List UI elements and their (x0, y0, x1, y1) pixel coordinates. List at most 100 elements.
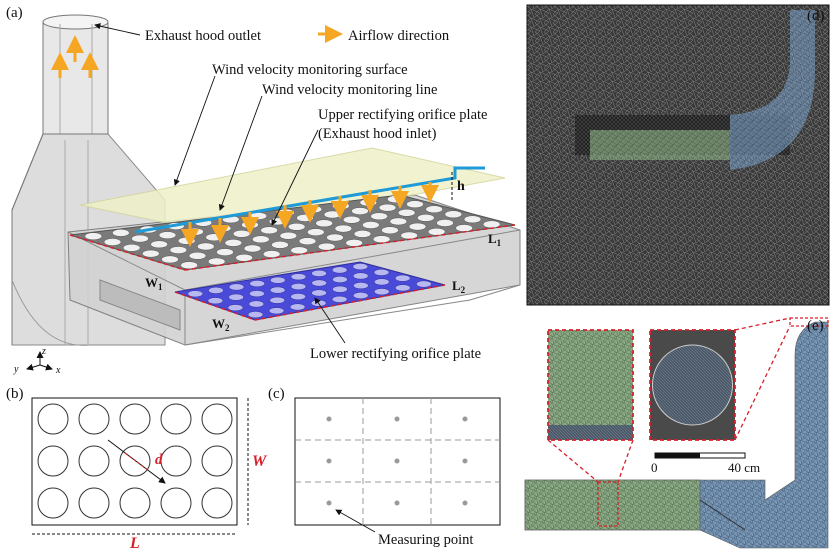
upper-plate-hole (315, 219, 333, 228)
orifice-hole (78, 403, 110, 435)
lower-plate-hole (331, 295, 348, 303)
upper-plate-hole (103, 238, 122, 246)
upper-plate-hole (353, 230, 372, 238)
lower-plate-hole (353, 282, 369, 290)
panel-c (294, 397, 501, 533)
label-monitoring-line: Wind velocity monitoring line (262, 82, 437, 98)
lower-plate-hole (352, 263, 369, 271)
lower-plate-hole (311, 289, 327, 297)
upper-plate-hole (397, 208, 416, 217)
measuring-point-leader (335, 509, 376, 533)
label-upper-plate-inlet: (Exhaust hood inlet) (318, 126, 437, 142)
orifice-hole (37, 403, 69, 435)
upper-plate-hole (334, 224, 353, 233)
panel-label-c: (c) (268, 386, 285, 402)
lower-plate-hole (208, 286, 224, 294)
upper-plate-hole (381, 226, 399, 235)
lower-plate-hole (247, 311, 264, 319)
upper-plate-hole (216, 248, 234, 256)
orifice-hole (201, 445, 233, 477)
orifice-hole (37, 487, 69, 519)
upper-plate-hole (307, 228, 325, 237)
scale-end: 40 cm (728, 460, 760, 475)
upper-plate-hole (359, 198, 378, 207)
lower-plate-hole (270, 276, 286, 284)
lower-plate-hole (352, 272, 369, 280)
upper-plate-hole (150, 240, 168, 249)
lower-plate-hole (374, 288, 390, 296)
lower-plate-hole (290, 293, 306, 301)
upper-plate-hole (169, 246, 188, 254)
leader-lines (94, 23, 346, 344)
upper-plate-hole (142, 249, 160, 258)
upper-plate-hole (224, 239, 243, 247)
orifice-hole (160, 445, 192, 477)
lower-plate-hole (394, 274, 411, 282)
measuring-point (394, 500, 400, 506)
upper-plate-hole (177, 236, 196, 245)
lower-plate-hole (332, 285, 348, 293)
lower-plate-hole (311, 269, 327, 277)
upper-plate-hole (232, 229, 251, 238)
upper-plate-hole (84, 232, 103, 241)
upper-plate-hole (425, 205, 443, 214)
orifice-hole (37, 445, 69, 477)
upper-plate-hole (351, 207, 369, 215)
upper-plate-hole (389, 217, 408, 226)
label-l1: L1 (488, 231, 502, 248)
upper-plate-hole (131, 234, 149, 243)
upper-plate-hole (122, 243, 141, 252)
lower-plate-hole (248, 300, 265, 308)
measuring-point (326, 458, 332, 464)
lower-plate-hole (311, 279, 327, 287)
measuring-point (394, 458, 400, 464)
lower-plate-hole (373, 268, 390, 276)
upper-plate-hole (262, 250, 281, 258)
upper-plate-hole (436, 219, 454, 227)
lower-plate-hole (269, 296, 286, 304)
lower-plate-hole (269, 286, 286, 294)
upper-plate-hole (387, 195, 405, 204)
panel-label-b: (b) (6, 386, 24, 402)
upper-plate-hole (304, 205, 323, 214)
label-l: L (129, 535, 140, 552)
lower-plate-hole (374, 278, 390, 286)
lower-plate-hole (249, 280, 265, 288)
lower-plate-hole (290, 283, 307, 291)
w2-edge-line (174, 291, 256, 321)
lower-plate-hole (332, 276, 348, 283)
orifice-hole (160, 487, 192, 519)
upper-plate-hole (408, 222, 427, 231)
panel-e (524, 317, 829, 549)
axis-label-z: z (41, 346, 46, 357)
lower-plate-hole (228, 283, 245, 291)
upper-plate-hole (268, 217, 287, 226)
measuring-point (462, 416, 468, 422)
lower-plate-hole (227, 304, 244, 312)
panel-d (526, 4, 830, 306)
exhaust-chimney (42, 14, 109, 135)
label-h: h (457, 179, 465, 194)
lower-plate-hole (289, 303, 306, 311)
label-w2: W2 (212, 316, 230, 333)
upper-plate-hole (235, 253, 253, 262)
upper-plate-hole (406, 200, 424, 209)
panel-b (31, 397, 249, 535)
lower-plate-hole (352, 292, 369, 299)
orifice-hole (119, 403, 151, 435)
label-l2: L2 (452, 278, 466, 295)
lower-plate-hole (207, 297, 224, 305)
monitoring-line (134, 166, 485, 234)
label-w1: W1 (145, 275, 163, 292)
upper-plate-hole (279, 231, 298, 240)
upper-plate-hole (370, 212, 388, 221)
upper-plate-hole (213, 224, 232, 233)
measuring-point (462, 458, 468, 464)
orifice-hole (78, 487, 110, 519)
lower-plate-hole (331, 266, 348, 274)
upper-plate-hole (188, 251, 207, 260)
label-lower-plate: Lower rectifying orifice plate (310, 346, 481, 362)
upper-plate-hole (362, 221, 380, 229)
axis-label-x: x (55, 365, 61, 376)
axis-label-y: y (13, 364, 19, 375)
